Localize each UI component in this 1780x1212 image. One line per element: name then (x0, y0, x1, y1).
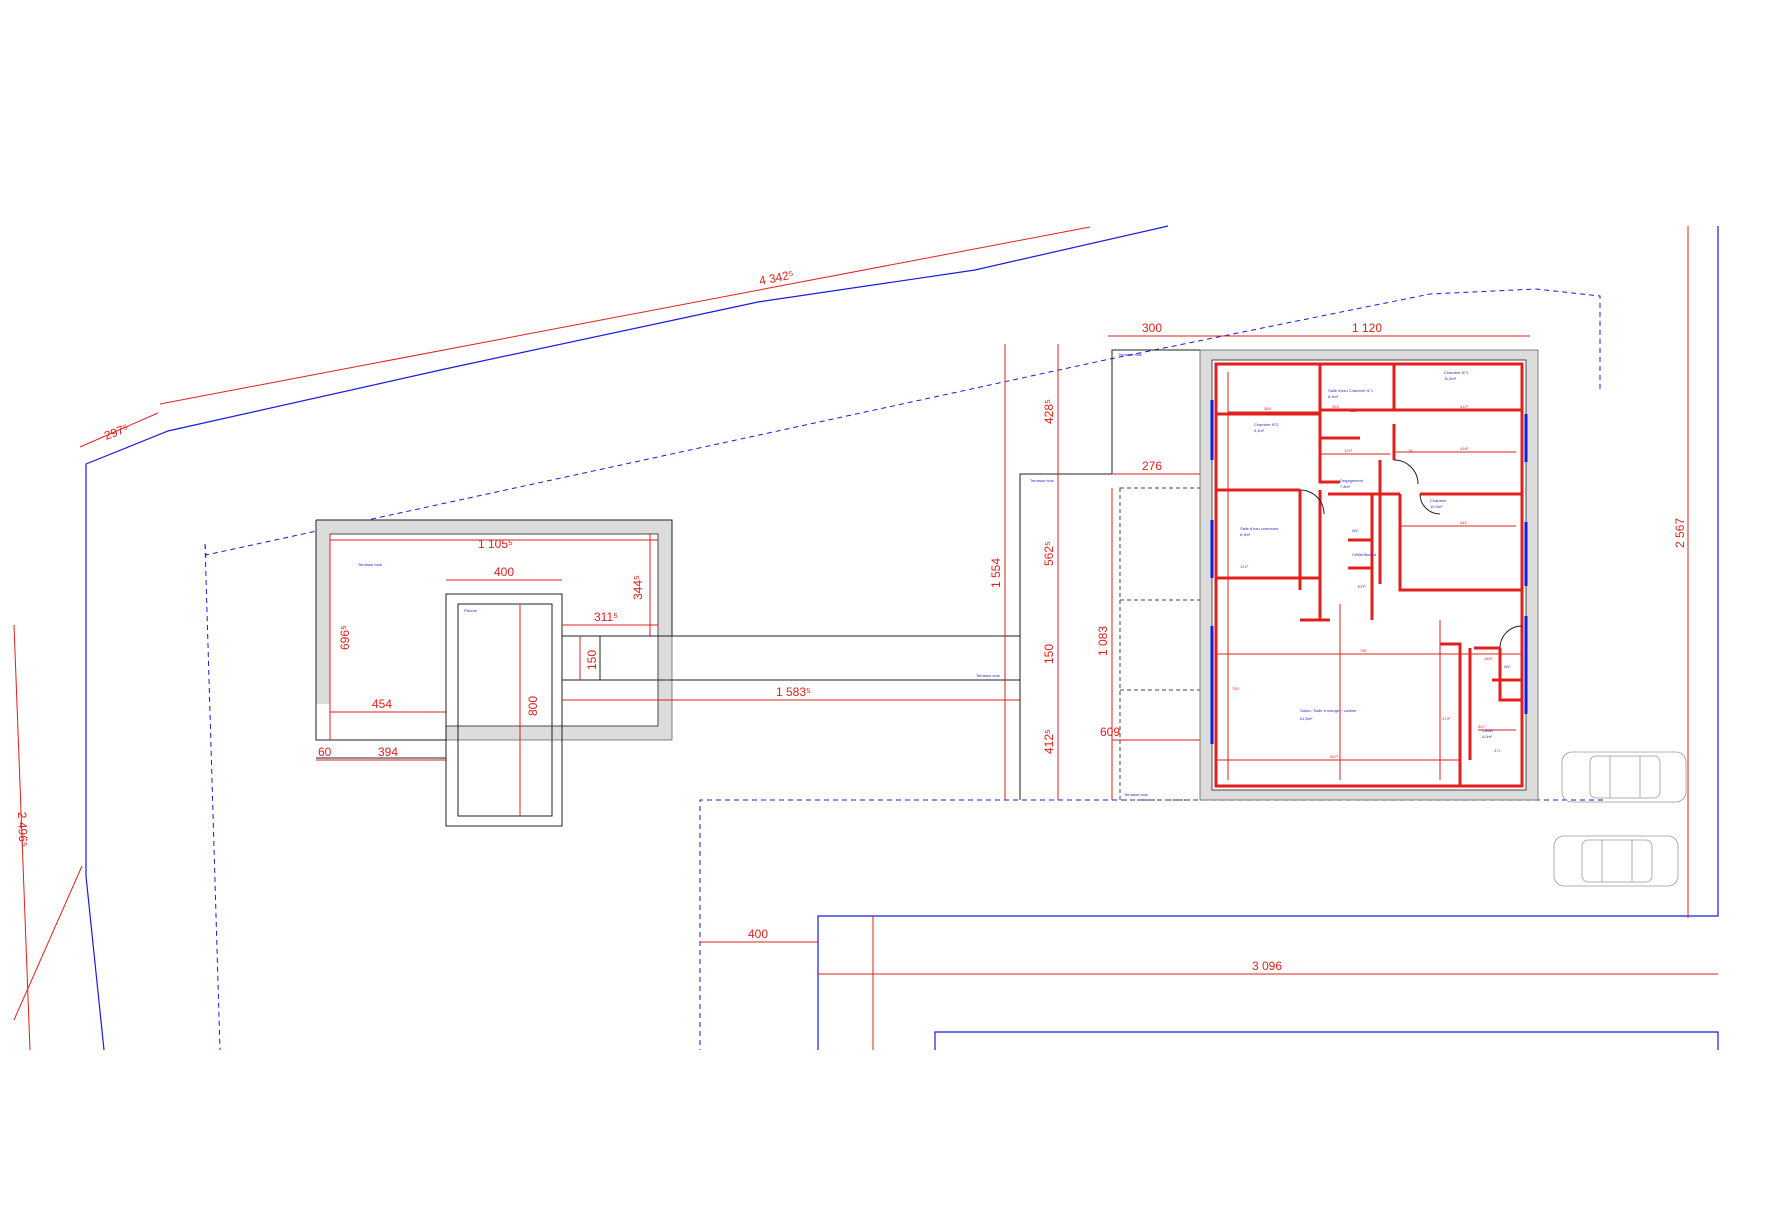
label-etp: ETP (1358, 584, 1366, 589)
room-dim-5: 121⁵ (1344, 448, 1353, 453)
dim-house-width: 1 120 (1352, 321, 1382, 335)
room-dim-16: 371 (1494, 748, 1501, 753)
room-dim-7: 442 (1460, 520, 1467, 525)
label-terrace-garage: Terrasse bois (1124, 792, 1148, 797)
room-dim-11: 567⁵ (1330, 754, 1339, 759)
dim-garage-width: 609 (1100, 725, 1120, 739)
dim-height-a: 428⁵ (1042, 399, 1056, 424)
label-pool: Piscine (464, 608, 478, 613)
label-storage: Cellier (1482, 728, 1494, 733)
label-wc2: WC (1504, 664, 1511, 669)
dim-road-width: 3 096 (1252, 959, 1282, 973)
dim-height-b: 562⁵ (1042, 541, 1056, 566)
label-bathroom-1-area: 6,4m² (1328, 394, 1339, 399)
dim-terrace-height: 696⁵ (338, 625, 352, 650)
north-terraces: Terrasse bois Terrasse bois Terrasse boi… (989, 321, 1530, 801)
label-bathroom-1: Salle d'eau Chambre N°1 (1328, 388, 1374, 393)
north-boundary-line (85, 225, 1169, 1051)
room-dim-15: 307 (1478, 724, 1485, 729)
label-bathroom-common: Salle d'eau commune (1240, 526, 1279, 531)
label-terrace-house-left: Terrasse bois (1030, 478, 1054, 483)
room-dim-3: 283⁵ (1350, 408, 1359, 413)
dim-small-b: 394 (378, 745, 398, 759)
boundary-dimensions: 4 342⁵ 297⁵ 2 496⁵ 2 567 400 3 096 (13, 226, 1718, 1051)
dim-garage-height: 1 083 (1096, 626, 1110, 656)
room-dim-10: 785 (1360, 648, 1367, 653)
dim-pool-width: 400 (494, 565, 514, 579)
label-hallway: Dégagement (1340, 478, 1364, 483)
dim-terrace-width: 1 105⁵ (478, 537, 513, 551)
dim-height-d: 412⁵ (1042, 729, 1056, 754)
dim-terrace-right: 344⁵ (631, 575, 645, 600)
room-dim-8: 121⁵ (1240, 564, 1249, 569)
dim-top-left: 297⁵ (102, 421, 130, 443)
label-bathroom-common-area: 6,9m² (1240, 532, 1251, 537)
dim-top-boundary: 4 342⁵ (758, 268, 795, 288)
label-wc: WC (1352, 528, 1359, 533)
dim-terrace-left: 454 (372, 697, 392, 711)
label-bedroom-2: Chambre N°2 (1254, 422, 1279, 427)
label-living-area: 51,8m² (1300, 716, 1313, 721)
parked-cars (1553, 751, 1687, 887)
label-bedroom-2-area: 9,4m² (1254, 428, 1265, 433)
east-boundary-line (817, 226, 1719, 1050)
setback-line-dashed (204, 288, 1601, 556)
road-inner-line (934, 1031, 1719, 1050)
property-boundaries (85, 225, 1719, 1051)
room-dim-2: 393 (1332, 404, 1339, 409)
dim-right-side: 2 567 (1673, 518, 1687, 548)
pool: Piscine 400 800 311⁵ (445, 565, 658, 827)
pool-terrace: Terrasse bois 1 105⁵ 696⁵ 344⁵ 454 60 39… (315, 519, 673, 761)
label-bedroom-area: 10,9m² (1430, 504, 1443, 509)
room-dim-12: 183⁵ (1484, 656, 1493, 661)
room-dim-14: 474⁵ (1442, 716, 1451, 721)
room-dim-1: 355 (1264, 406, 1271, 411)
label-bedroom: Chambre (1430, 498, 1447, 503)
dim-left-side: 2 496⁵ (15, 812, 30, 847)
dim-total-height: 1 554 (989, 558, 1003, 588)
dim-terrace-offset: 276 (1142, 459, 1162, 473)
room-dim-6: 418⁵ (1460, 446, 1469, 451)
dim-pool-length: 800 (526, 696, 540, 716)
setback-line-bottom (699, 799, 1603, 1050)
wooden-path: Terrasse bois 1 583⁵ 150 (562, 635, 1020, 701)
dim-road-offset: 400 (748, 927, 768, 941)
label-living: Salon / Salle à manger / cuisine (1300, 708, 1357, 713)
dim-pool-offset: 311⁵ (594, 610, 618, 624)
setback-line-left (204, 543, 221, 1051)
label-terrace-north: Terrasse bois (1118, 352, 1142, 357)
dim-path-width: 150 (585, 650, 599, 670)
room-dim-9: 74 (1408, 448, 1413, 453)
room-dim-13: 700 (1232, 686, 1239, 691)
house: Chambre N°2 9,4m² Salle d'eau Chambre N°… (1199, 349, 1539, 801)
room-dim-4: 412⁵ (1460, 404, 1469, 409)
dim-path-length: 1 583⁵ (776, 685, 811, 699)
label-storage-area: 4,0m² (1482, 734, 1493, 739)
car-upper (1561, 751, 1687, 803)
dim-height-c: 150 (1042, 644, 1056, 664)
label-bedroom-1-area: 11,5m² (1444, 376, 1457, 381)
car-lower (1553, 835, 1679, 887)
label-terrace-path: Terrasse bois (976, 673, 1000, 678)
dim-house-offset: 300 (1142, 321, 1162, 335)
label-bedroom-1: Chambre N°1 (1444, 370, 1469, 375)
label-terrace-pool: Terrasse bois (358, 562, 382, 567)
label-laundry: Cellier/Buand. (1352, 552, 1377, 557)
dim-small-a: 60 (318, 745, 332, 759)
label-hallway-area: 7,8m² (1340, 484, 1351, 489)
